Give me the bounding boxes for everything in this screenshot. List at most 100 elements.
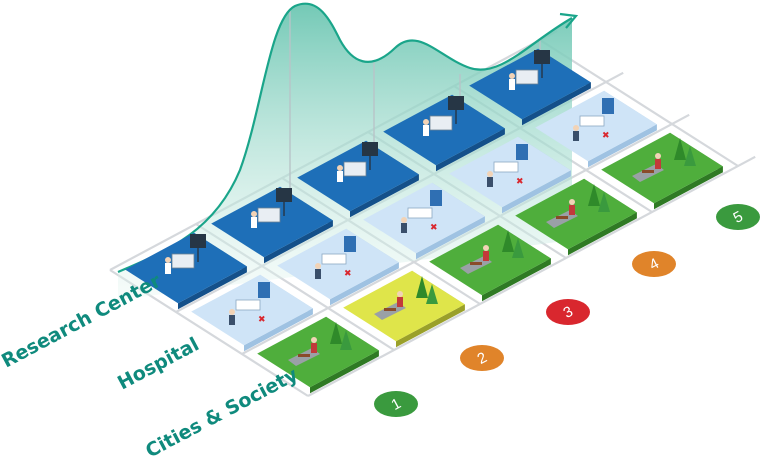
bench-icon [642, 170, 654, 173]
stage-marker-3: 3 [546, 299, 590, 325]
medical-screen-icon [516, 144, 528, 160]
hospital-bed-icon [321, 253, 347, 265]
person-icon [165, 263, 171, 274]
lab-desk-icon [515, 69, 539, 85]
stage-marker-4: 4 [632, 251, 676, 277]
monitor-icon [276, 188, 292, 202]
hospital-bed-icon [579, 115, 605, 127]
arrow-head-icon [559, 12, 579, 29]
tile-hospital: ✖ [449, 136, 571, 214]
person-icon [655, 159, 661, 169]
lab-desk-icon [257, 207, 281, 223]
bench-icon [384, 308, 396, 311]
tile-side [522, 82, 591, 126]
row-label-hospital: Hospital [114, 333, 203, 394]
tree-icon [416, 276, 428, 298]
person-icon [397, 291, 403, 297]
row-label-cities-society: Cities & Society [142, 363, 302, 460]
tile-side [330, 262, 399, 306]
stage-marker-2: 2 [460, 345, 504, 371]
bench-icon [556, 216, 568, 219]
person-icon [401, 223, 407, 233]
tile-research [383, 94, 505, 172]
tile-side [436, 128, 505, 172]
growth-curve-line [117, 2, 573, 274]
person-icon [311, 343, 317, 353]
tile-side [654, 166, 723, 210]
medical-screen-icon [602, 98, 614, 114]
tree-icon [674, 138, 686, 160]
x-mark-icon: ✖ [602, 131, 610, 141]
tree-icon [502, 230, 514, 252]
monitor-icon [534, 50, 550, 64]
stage-marker-5: 5 [716, 204, 760, 230]
tile-side [178, 266, 247, 310]
hospital-bed-icon [493, 161, 519, 173]
person-icon [655, 153, 661, 159]
tile-hospital: ✖ [535, 90, 657, 168]
medical-screen-icon [344, 236, 356, 252]
person-icon [423, 119, 429, 125]
person-icon [315, 263, 321, 269]
tile-side [244, 308, 313, 352]
monitor-icon [362, 142, 378, 156]
grid-line-col [539, 39, 739, 167]
person-icon [315, 269, 321, 279]
tree-icon [330, 322, 342, 344]
tile-hospital: ✖ [363, 182, 485, 260]
person-icon [397, 297, 403, 307]
tile-side [310, 350, 379, 394]
person-icon [423, 125, 429, 136]
tile-city-yellow [343, 270, 465, 348]
lab-desk-icon [171, 253, 195, 269]
tile-side [482, 258, 551, 302]
tile-side [396, 304, 465, 348]
tile-top [343, 270, 465, 342]
person-icon [573, 125, 579, 131]
person-icon [251, 211, 257, 217]
tile-hospital: ✖ [277, 228, 399, 306]
tile-top [429, 224, 551, 296]
x-mark-icon: ✖ [258, 315, 266, 325]
tile-city-green [257, 316, 379, 394]
medical-screen-icon [258, 282, 270, 298]
lab-desk-icon [343, 161, 367, 177]
tile-research [297, 140, 419, 218]
tile-top [515, 178, 637, 250]
row-label-research-center: Research Center [0, 270, 165, 373]
tile-side [416, 216, 485, 260]
tile-top [601, 132, 723, 204]
tile-side [588, 124, 657, 168]
stage-marker-1: 1 [374, 391, 418, 417]
tile-research [211, 186, 333, 264]
tree-icon [512, 238, 524, 258]
hospital-bed-icon [407, 207, 433, 219]
person-icon [569, 199, 575, 205]
grid-line-row [307, 155, 756, 397]
tile-side [264, 220, 333, 264]
bench-icon [298, 354, 310, 357]
tree-icon [598, 192, 610, 212]
scene-tiles: ✖✖✖✖✖ [125, 48, 723, 394]
person-icon [251, 217, 257, 228]
tree-icon [426, 284, 438, 304]
x-mark-icon: ✖ [344, 269, 352, 279]
person-icon [337, 165, 343, 171]
person-icon [573, 131, 579, 141]
medical-screen-icon [430, 190, 442, 206]
tile-side [568, 212, 637, 256]
person-icon [487, 177, 493, 187]
person-icon [509, 73, 515, 79]
person-icon [165, 257, 171, 263]
person-icon [229, 315, 235, 325]
person-icon [401, 217, 407, 223]
tile-city-green [429, 224, 551, 302]
stage-markers: 1 2 3 4 5 [374, 204, 760, 417]
tile-hospital: ✖ [191, 274, 313, 352]
tree-icon [340, 330, 352, 350]
tile-top [257, 316, 379, 388]
person-icon [483, 251, 489, 261]
person-icon [311, 337, 317, 343]
